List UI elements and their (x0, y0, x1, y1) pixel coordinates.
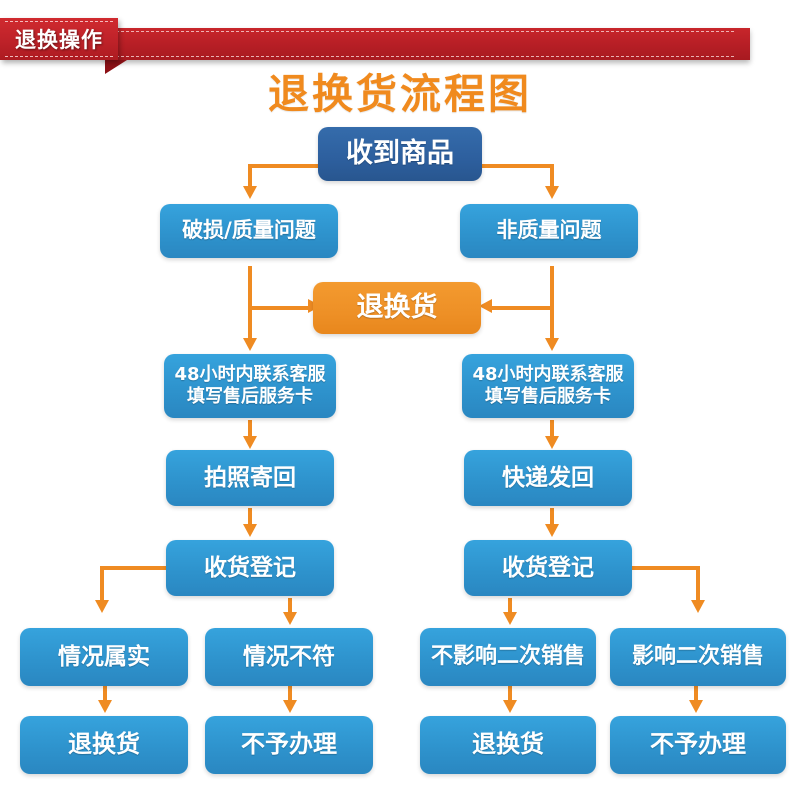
edge-n3-n6-arrowhead (545, 338, 559, 351)
edge-n1-n2-arrowhead (243, 186, 257, 199)
edge-n3-n4-vertical (550, 266, 554, 314)
edge-n2-n5-vertical (248, 306, 252, 340)
node-situation-false[interactable]: 情况不符 (205, 628, 373, 686)
edge-n11-n15-vertical (103, 686, 107, 704)
edge-n1-n2-horizontal (248, 164, 320, 168)
node-receipt-registration-left[interactable]: 收货登记 (166, 540, 334, 596)
node-return-exchange-main[interactable]: 退换货 (313, 282, 481, 334)
edge-n13-n17-vertical (508, 686, 512, 704)
node-express-send-back[interactable]: 快递发回 (464, 450, 632, 506)
edge-n12-n16-arrowhead (283, 700, 297, 713)
edge-n9-n11-arrowhead (95, 600, 109, 613)
edge-n10-n13-arrowhead (503, 612, 517, 625)
edge-n10-n14-horizontal (628, 566, 700, 570)
edge-n5-n7-arrowhead (243, 436, 257, 449)
page-title: 退换货流程图 (268, 70, 532, 118)
edge-n2-n4-horizontal (248, 306, 310, 310)
edge-n6-n8-arrowhead (545, 436, 559, 449)
node-no-process-right[interactable]: 不予办理 (610, 716, 786, 774)
edge-n8-n10-arrowhead (545, 524, 559, 537)
node-non-quality-issue[interactable]: 非质量问题 (460, 204, 638, 258)
edge-n7-n9-vertical (248, 508, 252, 528)
edge-n9-n11-vertical (100, 566, 104, 602)
edge-n9-n12-vertical (288, 598, 292, 616)
edge-n6-n8-vertical (550, 420, 554, 440)
node-received-goods[interactable]: 收到商品 (318, 127, 482, 181)
edge-n3-n4-arrowhead (479, 299, 492, 313)
edge-n3-n6-vertical (550, 306, 554, 340)
edge-n14-n18-arrowhead (689, 700, 703, 713)
edge-n14-n18-vertical (694, 686, 698, 704)
node-return-exchange-right[interactable]: 退换货 (420, 716, 596, 774)
node-return-exchange-left[interactable]: 退换货 (20, 716, 188, 774)
edge-n1-n3-vertical (550, 164, 554, 188)
node-situation-true[interactable]: 情况属实 (20, 628, 188, 686)
edge-n1-n3-arrowhead (545, 186, 559, 199)
edge-n11-n15-arrowhead (98, 700, 112, 713)
edge-n5-n7-vertical (248, 420, 252, 440)
ribbon-banner: 退换操作 (0, 10, 800, 74)
edge-n8-n10-vertical (550, 508, 554, 528)
edge-n13-n17-arrowhead (503, 700, 517, 713)
edge-n2-n4-vertical (248, 266, 252, 314)
ribbon-tab (0, 18, 118, 60)
node-impact-resale[interactable]: 影响二次销售 (610, 628, 786, 686)
ribbon-notch-icon (781, 28, 800, 60)
node-photo-send-back[interactable]: 拍照寄回 (166, 450, 334, 506)
node-receipt-registration-right[interactable]: 收货登记 (464, 540, 632, 596)
edge-n12-n16-vertical (288, 686, 292, 704)
node-damage-quality-issue[interactable]: 破损/质量问题 (160, 204, 338, 258)
node-contact-service-right[interactable]: 48小时内联系客服 填写售后服务卡 (462, 354, 634, 418)
edge-n3-n4-horizontal (492, 306, 554, 310)
node-contact-service-left[interactable]: 48小时内联系客服 填写售后服务卡 (164, 354, 336, 418)
edge-n1-n3-horizontal (482, 164, 554, 168)
edge-n7-n9-arrowhead (243, 524, 257, 537)
edge-n9-n12-arrowhead (283, 612, 297, 625)
edge-n10-n13-vertical (508, 598, 512, 616)
banner-label: 退换操作 (15, 28, 103, 52)
edge-n1-n2-vertical (248, 164, 252, 188)
edge-n2-n5-arrowhead (243, 338, 257, 351)
edge-n10-n14-arrowhead (691, 600, 705, 613)
edge-n10-n14-vertical (696, 566, 700, 602)
node-no-process-left[interactable]: 不予办理 (205, 716, 373, 774)
node-no-impact-resale[interactable]: 不影响二次销售 (420, 628, 596, 686)
ribbon-band (105, 28, 750, 60)
edge-n9-n11-horizontal (100, 566, 170, 570)
